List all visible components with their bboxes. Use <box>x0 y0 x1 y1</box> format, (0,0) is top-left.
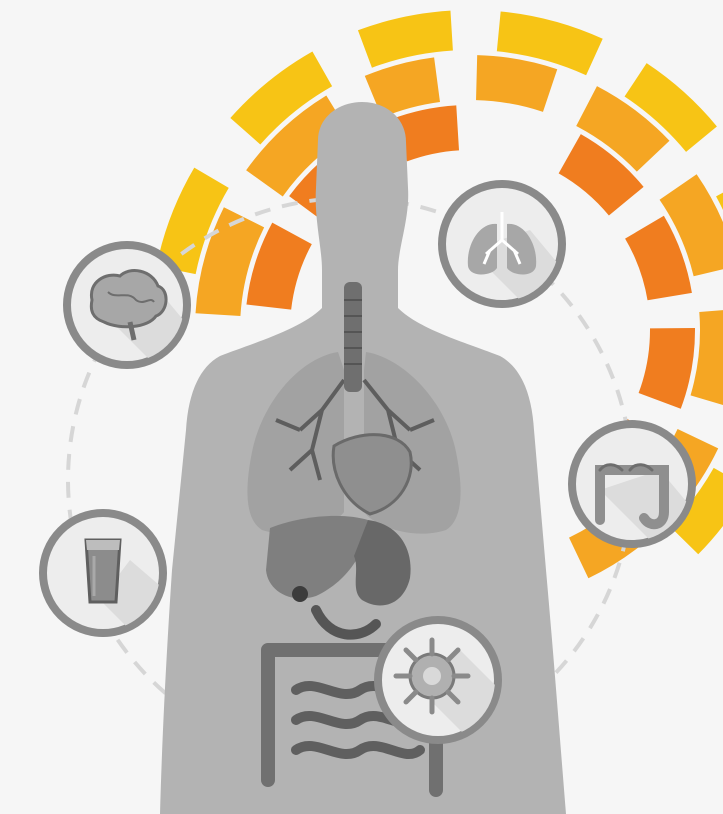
microbe-icon <box>396 640 468 712</box>
drink-glass-icon <box>86 540 120 602</box>
arc-segment <box>639 328 695 409</box>
arc-segment <box>476 55 557 112</box>
arc-segment <box>691 308 723 408</box>
trachea-organ <box>344 282 362 392</box>
arc-segment <box>358 11 453 68</box>
gallbladder-organ <box>292 586 308 602</box>
lungs-badge <box>442 184 580 320</box>
